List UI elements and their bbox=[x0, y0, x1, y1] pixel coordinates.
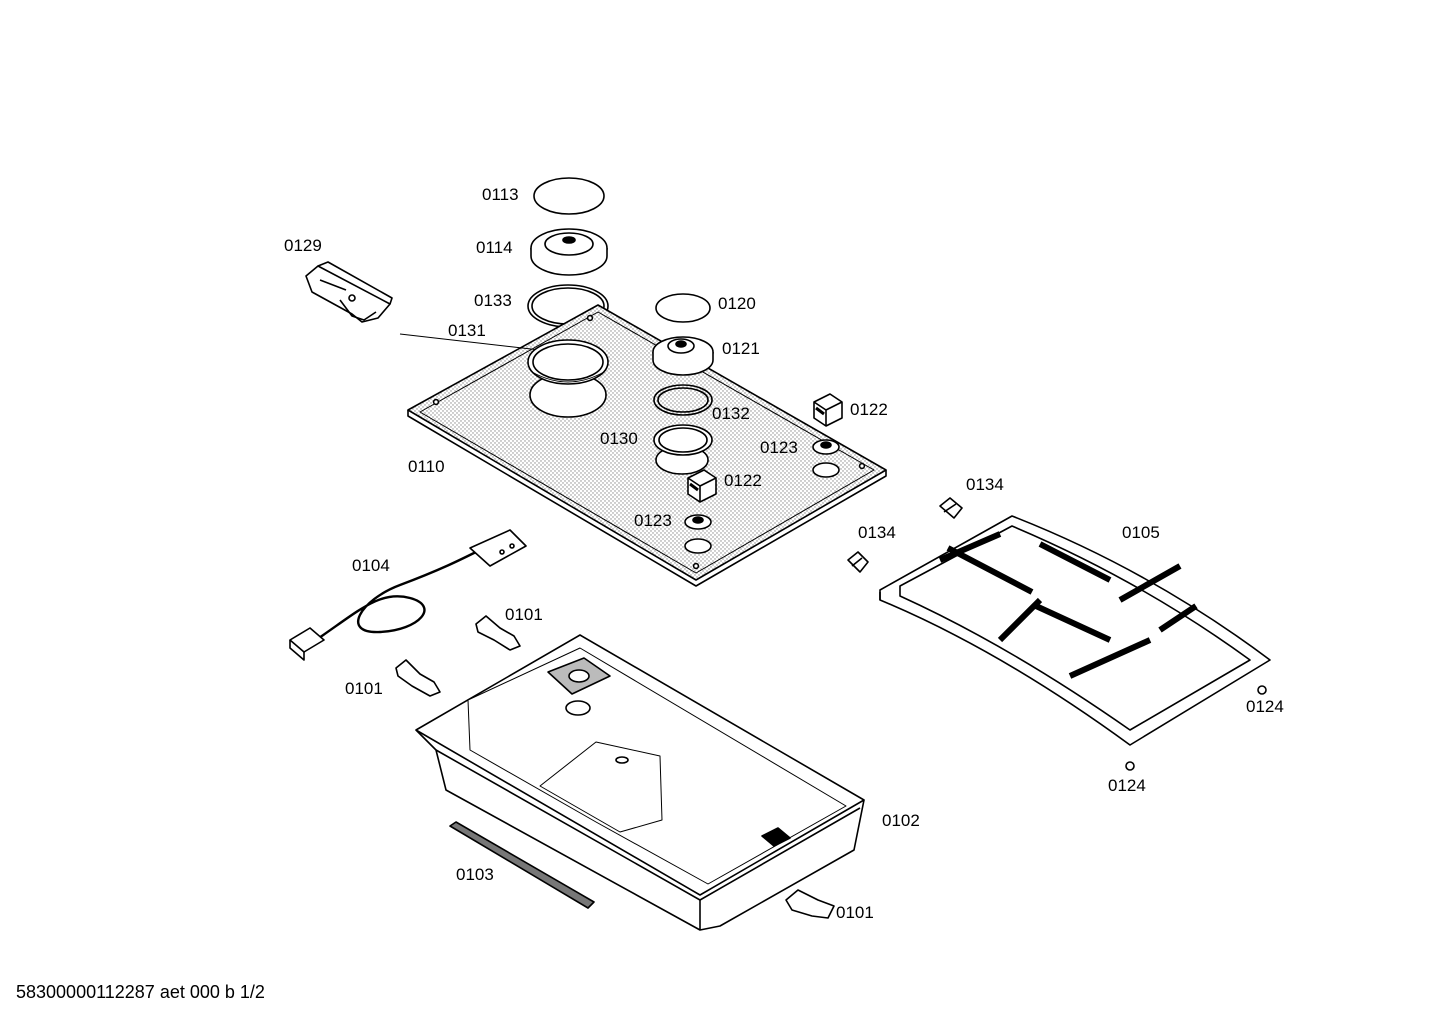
label-0114: 0114 bbox=[476, 238, 513, 257]
fixing-clip-3 bbox=[785, 889, 835, 919]
grate-foot-2 bbox=[1125, 761, 1135, 771]
label-0133: 0133 bbox=[474, 291, 512, 310]
label-0101-left: 0101 bbox=[345, 679, 383, 698]
label-0134-lower: 0134 bbox=[858, 523, 896, 542]
label-0105: 0105 bbox=[1122, 523, 1160, 542]
label-0122-front: 0122 bbox=[724, 471, 762, 490]
burner-head-small bbox=[652, 336, 714, 376]
label-0124-bottom: 0124 bbox=[1108, 776, 1146, 795]
label-0101-upper: 0101 bbox=[505, 605, 543, 624]
burner-head-large bbox=[530, 228, 608, 276]
label-0123-right: 0123 bbox=[760, 438, 798, 457]
knob-bezel-right bbox=[812, 439, 840, 455]
burner-ring-small bbox=[653, 424, 713, 456]
label-0132: 0132 bbox=[712, 404, 750, 423]
burner-cap-large bbox=[533, 177, 605, 215]
knob-bezel-front bbox=[684, 514, 712, 530]
label-0101-lower: 0101 bbox=[836, 903, 874, 922]
grate-foot-1 bbox=[1257, 685, 1267, 695]
pan-support-grate bbox=[879, 515, 1271, 746]
label-0122-right: 0122 bbox=[850, 400, 888, 419]
power-cable bbox=[289, 529, 527, 661]
label-0134-upper: 0134 bbox=[966, 475, 1004, 494]
bottom-tray bbox=[415, 634, 865, 931]
document-code: 58300000112287 aet 000 b 1/2 bbox=[16, 982, 265, 1002]
label-0102: 0102 bbox=[882, 811, 920, 830]
label-0121: 0121 bbox=[722, 339, 760, 358]
control-knob-right bbox=[813, 393, 843, 427]
label-0130: 0130 bbox=[600, 429, 638, 448]
fixing-clip-2 bbox=[395, 659, 441, 697]
seal-strip bbox=[449, 821, 595, 909]
label-0104: 0104 bbox=[352, 556, 390, 575]
label-0124-right: 0124 bbox=[1246, 697, 1284, 716]
hob-top-plate bbox=[399, 304, 887, 587]
label-0129: 0129 bbox=[284, 236, 322, 255]
label-0113: 0113 bbox=[482, 185, 519, 204]
grate-clip-1 bbox=[939, 497, 963, 519]
label-0103: 0103 bbox=[456, 865, 494, 884]
label-0131: 0131 bbox=[448, 321, 486, 340]
label-0110: 0110 bbox=[408, 457, 445, 476]
burner-cap-small bbox=[655, 293, 711, 323]
fixing-clip-1 bbox=[475, 615, 521, 651]
burner-ring-large bbox=[527, 339, 609, 385]
label-0123-front: 0123 bbox=[634, 511, 672, 530]
control-knob-front bbox=[687, 469, 717, 503]
seal-ring-small bbox=[653, 384, 713, 416]
mounting-clip bbox=[305, 261, 393, 323]
label-0120: 0120 bbox=[718, 294, 756, 313]
grate-clip-2 bbox=[847, 551, 869, 573]
